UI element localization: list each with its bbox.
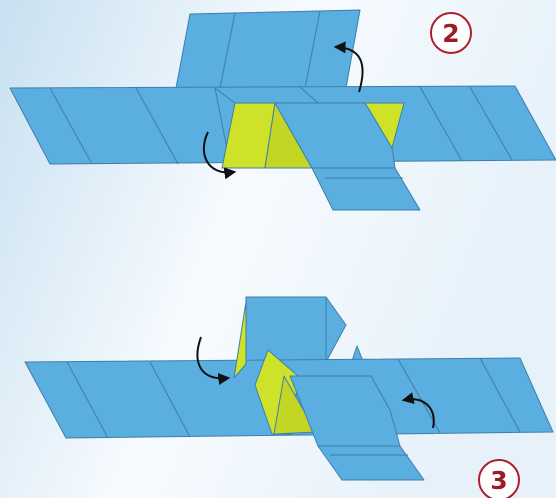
step-3-yellow-fold-mid xyxy=(273,375,317,435)
step-3-strip-crease-1 xyxy=(66,361,109,439)
curved-arrow-icon xyxy=(333,41,364,93)
curved-arrow-icon xyxy=(196,336,231,385)
step-2-front-panel xyxy=(274,102,396,169)
step-3-figure xyxy=(24,296,554,481)
step-2-badge: 2 xyxy=(430,12,472,54)
step-2-strip-crease-6 xyxy=(214,87,236,104)
step-2-figure xyxy=(9,9,556,211)
step-2-strip-crease-4 xyxy=(419,86,463,162)
step-2-top-flap xyxy=(175,9,361,89)
step-3-upper-panel xyxy=(245,296,347,363)
curved-arrow-icon xyxy=(203,131,237,180)
step-2-strip-crease-1 xyxy=(49,87,93,165)
step-3-front-panel xyxy=(289,375,401,447)
curved-arrow-icon xyxy=(401,392,435,429)
step-3-strip-crease-2 xyxy=(149,361,191,438)
step-3-yellow-strip-upper xyxy=(233,301,247,379)
step-2-top-flap-crease-1 xyxy=(219,12,236,89)
step-3-badge: 3 xyxy=(478,459,520,498)
step-3-number: 3 xyxy=(490,466,507,495)
step-2-strip-crease-5 xyxy=(469,86,513,161)
step-2-top-flap-crease-2 xyxy=(304,10,321,89)
step-2-strip-crease-7 xyxy=(299,86,319,104)
step-3-badge-circle xyxy=(478,459,520,498)
step-2-badge-circle xyxy=(430,12,472,54)
step-3-strip-crease-4 xyxy=(479,357,521,433)
step-2-number: 2 xyxy=(442,19,459,48)
step-2-strip-crease-2 xyxy=(135,87,179,165)
